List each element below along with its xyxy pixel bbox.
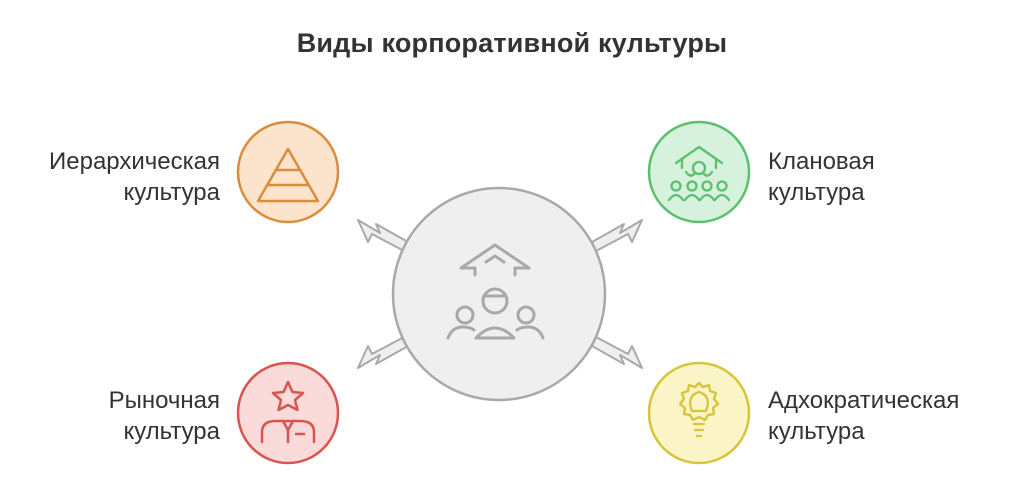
label-clan: Клановая культура [768, 146, 875, 208]
label-adhocracy-line1: Адхократическая [768, 387, 960, 414]
label-market-line2: культура [123, 418, 220, 445]
arrow-to-hierarchical [357, 219, 409, 252]
label-market-line1: Рыночная [108, 387, 220, 414]
node-hierarchical [236, 120, 340, 224]
family-house-icon [667, 145, 731, 202]
label-hierarchical-line1: Иерархическая [49, 148, 220, 175]
pyramid-icon [256, 147, 320, 203]
node-market [236, 361, 340, 465]
lightbulb-gear-icon [678, 381, 720, 438]
arrows [357, 219, 643, 369]
label-hierarchical: Иерархическая культура [49, 146, 220, 208]
label-clan-line1: Клановая [768, 148, 875, 175]
label-adhocracy: Адхократическая культура [768, 385, 959, 447]
diagram-title: Виды корпоративной культуры [296, 28, 728, 58]
star-person-icon [260, 380, 316, 444]
arrow-to-adhocracy [591, 336, 643, 369]
arrow-to-market [357, 336, 409, 369]
label-clan-line2: культура [768, 179, 865, 206]
center-hub [391, 186, 607, 402]
label-adhocracy-line2: культура [768, 418, 865, 445]
growth-group-icon [446, 243, 545, 340]
arrow-to-clan [591, 219, 643, 252]
label-hierarchical-line2: культура [123, 179, 220, 206]
node-clan [647, 120, 751, 224]
label-market: Рыночная культура [109, 385, 220, 447]
node-adhocracy [647, 361, 751, 465]
